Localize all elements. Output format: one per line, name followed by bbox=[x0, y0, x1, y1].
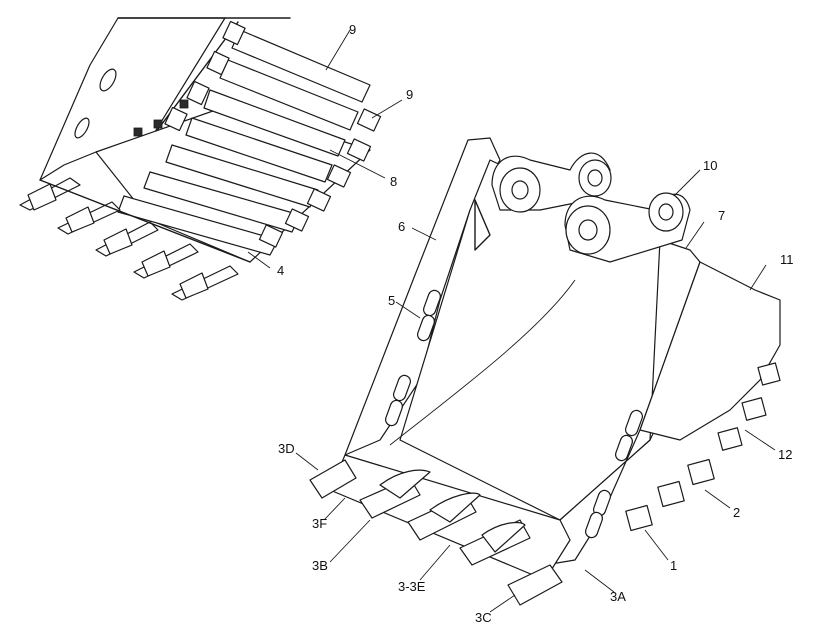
callout-3C: 3C bbox=[475, 610, 492, 625]
callout-3B: 3B bbox=[312, 558, 328, 573]
callout-7: 7 bbox=[718, 208, 725, 223]
callout-12: 12 bbox=[778, 447, 792, 462]
inset-bucket-view bbox=[19, 17, 382, 301]
inset-side-plate bbox=[39, 17, 226, 181]
side-slots bbox=[385, 289, 643, 539]
callout-3D: 3D bbox=[278, 441, 295, 456]
callout-3F: 3F bbox=[312, 516, 327, 531]
inset-side-segments bbox=[133, 20, 382, 248]
mounting-bosses bbox=[474, 152, 691, 263]
leader-lines bbox=[247, 29, 776, 613]
callout-9-top: 9 bbox=[349, 22, 356, 37]
bucket-teeth bbox=[309, 459, 563, 606]
callout-1: 1 bbox=[670, 558, 677, 573]
callout-3-3E: 3-3E bbox=[398, 579, 426, 594]
callout-labels: 9 9 8 4 10 7 11 6 5 12 2 1 3D 3F 3B 3-3E… bbox=[277, 22, 794, 625]
inset-teeth bbox=[19, 177, 239, 301]
inset-wear-strips bbox=[117, 29, 371, 256]
callout-4: 4 bbox=[277, 263, 284, 278]
main-bucket bbox=[309, 137, 781, 606]
callout-8: 8 bbox=[390, 174, 397, 189]
side-wear-pads bbox=[625, 362, 781, 532]
callout-11: 11 bbox=[780, 252, 794, 267]
callout-5: 5 bbox=[388, 293, 395, 308]
callout-3A: 3A bbox=[610, 589, 626, 604]
callout-10: 10 bbox=[703, 158, 717, 173]
right-side-plate bbox=[544, 239, 701, 566]
callout-6: 6 bbox=[398, 219, 405, 234]
callout-2: 2 bbox=[733, 505, 740, 520]
right-wing-plate bbox=[639, 261, 781, 441]
callout-9-second: 9 bbox=[406, 87, 413, 102]
